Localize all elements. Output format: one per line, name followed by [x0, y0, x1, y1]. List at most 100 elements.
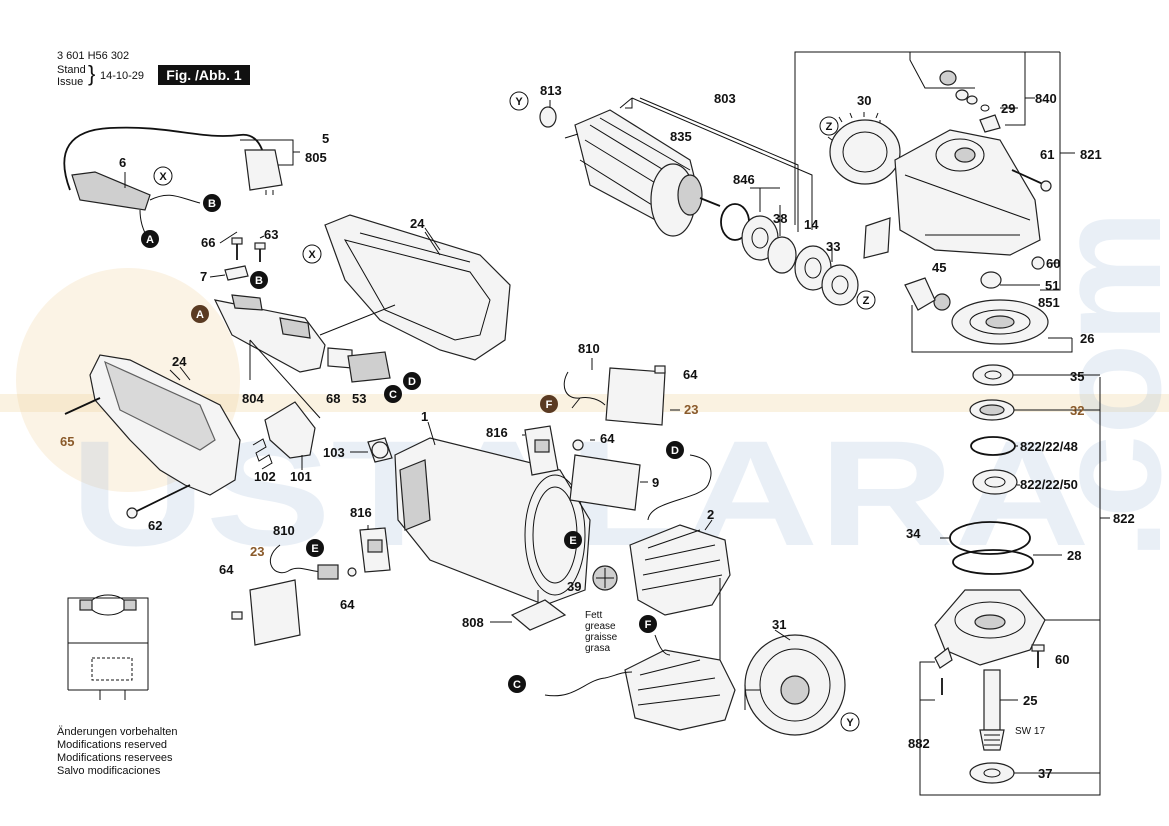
label-5: 5	[322, 131, 329, 146]
housing-top	[324, 214, 511, 361]
label-1: 1	[421, 409, 428, 424]
label-813: 813	[540, 83, 562, 98]
svg-text:X: X	[308, 249, 316, 261]
label-821: 821	[1080, 147, 1102, 162]
label-822-22-50: 822/22/50	[1020, 477, 1078, 492]
gear-housing	[894, 129, 1041, 256]
ref-marker-f-1: F	[540, 395, 558, 413]
grease-note-fr: graisse	[585, 632, 618, 643]
watermark-side: .com	[1024, 210, 1169, 560]
svg-text:Z: Z	[826, 121, 833, 133]
label-45: 45	[932, 260, 946, 275]
svg-text:A: A	[196, 309, 204, 321]
label-65: 65	[60, 434, 74, 449]
ref-marker-z-2: Z	[856, 290, 876, 310]
svg-text:Y: Y	[515, 96, 523, 108]
label-6: 6	[119, 155, 126, 170]
stand-label: Stand	[57, 64, 86, 76]
label-63-a: 63	[264, 227, 278, 242]
label-102: 102	[254, 469, 276, 484]
label-61: 61	[1040, 147, 1054, 162]
label-803: 803	[714, 91, 736, 106]
label-60-a: 60	[1046, 256, 1060, 271]
label-31: 31	[772, 617, 786, 632]
label-38: 38	[773, 211, 787, 226]
grease-note-en: grease	[585, 621, 616, 632]
ref-marker-b-1: B	[203, 194, 221, 212]
label-810-a: 810	[273, 523, 295, 538]
svg-text:C: C	[389, 389, 397, 401]
issue-label: Issue	[57, 76, 84, 88]
switch-knob	[264, 401, 316, 459]
ref-marker-c-1: C	[384, 385, 402, 403]
svg-text:D: D	[671, 445, 679, 457]
label-64-b: 64	[340, 597, 355, 612]
label-835: 835	[670, 129, 692, 144]
ref-marker-f-2: F	[639, 615, 657, 633]
power-cable	[63, 126, 266, 191]
doc-number: 3 601 H56 302	[57, 50, 130, 62]
bearing-flange	[934, 589, 1046, 666]
label-32: 32	[1070, 403, 1084, 418]
grease-note-de: Fett	[585, 610, 602, 621]
label-24-a: 24	[410, 216, 425, 231]
ref-marker-e-1: E	[306, 539, 324, 557]
svg-text:F: F	[546, 399, 553, 411]
label-804: 804	[242, 391, 264, 406]
ref-marker-y-2: Y	[840, 712, 860, 732]
svg-text:E: E	[311, 543, 318, 555]
svg-text:X: X	[159, 171, 167, 183]
note-fr: Modifications reservees	[57, 752, 173, 764]
label-51: 51	[1045, 278, 1059, 293]
label-851: 851	[1038, 295, 1060, 310]
svg-text:B: B	[208, 198, 216, 210]
label-30: 30	[857, 93, 871, 108]
svg-text:Y: Y	[846, 717, 854, 729]
svg-text:E: E	[569, 535, 576, 547]
label-28: 28	[1067, 548, 1081, 563]
note-es: Salvo modificaciones	[57, 765, 161, 777]
label-822: 822	[1113, 511, 1135, 526]
brush-holder-cover-left	[249, 579, 301, 646]
ref-marker-y-1: Y	[509, 91, 529, 111]
label-64-a: 64	[219, 562, 234, 577]
ref-marker-x-2: X	[302, 244, 322, 264]
label-101: 101	[290, 469, 312, 484]
field-coil-top	[629, 524, 731, 616]
bevel-gear	[827, 112, 901, 185]
ref-marker-x-1: X	[153, 166, 173, 186]
svg-text:D: D	[408, 376, 416, 388]
label-846: 846	[733, 172, 755, 187]
brush-holder-cover-right	[605, 367, 666, 426]
label-26: 26	[1080, 331, 1094, 346]
label-14: 14	[804, 217, 819, 232]
label-68: 68	[326, 391, 340, 406]
ref-marker-a-2: A	[191, 305, 209, 323]
label-60-b: 60	[1055, 652, 1069, 667]
label-64-c: 64	[683, 367, 698, 382]
label-808: 808	[462, 615, 484, 630]
label-103: 103	[323, 445, 345, 460]
label-7: 7	[200, 269, 207, 284]
svg-text:A: A	[146, 234, 154, 246]
label-822-22-48: 822/22/48	[1020, 439, 1078, 454]
motor-housing	[394, 437, 591, 606]
label-33: 33	[826, 239, 840, 254]
brace: }	[88, 61, 96, 86]
cable-guard	[71, 171, 151, 211]
grease-note-es: grasa	[585, 643, 610, 654]
svg-text:B: B	[255, 275, 263, 287]
armature	[539, 106, 721, 237]
label-29: 29	[1001, 101, 1015, 116]
note-en: Modifications reserved	[57, 739, 168, 751]
wiring-schematic	[67, 594, 149, 700]
label-2: 2	[707, 507, 714, 522]
label-37: 37	[1038, 766, 1052, 781]
ref-marker-z-1: Z	[819, 116, 839, 136]
bearing-35	[972, 364, 1014, 386]
label-805: 805	[305, 150, 327, 165]
label-9: 9	[652, 475, 659, 490]
wrench-note: SW 17	[1015, 726, 1045, 737]
ref-marker-e-2: E	[564, 531, 582, 549]
